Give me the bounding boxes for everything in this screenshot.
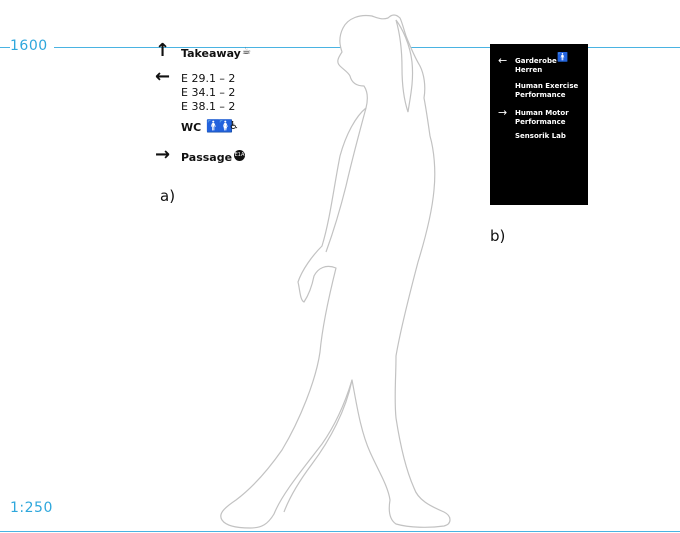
sign-b-panel: ← Garderobe 🚹 Herren Human Exercise Perf… <box>490 44 588 205</box>
arrow-up-icon: ↑ <box>155 40 171 61</box>
wheelchair-icon: ♿ <box>229 119 239 132</box>
height-label: 1600 <box>10 38 54 54</box>
arrow-left-icon: ← <box>498 54 508 67</box>
sign-b-left-line-1: Garderobe <box>515 57 557 65</box>
arrow-right-icon: → <box>498 106 508 119</box>
sign-b-left-line-4: Performance <box>515 91 566 99</box>
sign-b-right-line-2: Performance <box>515 118 566 126</box>
sign-b-right-line-3: Sensorik Lab <box>515 132 566 140</box>
female-icon: 🚺 <box>218 119 233 133</box>
passage-badge: E1A <box>234 150 245 161</box>
passage-label: Passage <box>181 151 233 164</box>
arrow-right-icon: → <box>155 144 171 165</box>
male-icon: 🚹 <box>206 119 221 133</box>
room-e29: E 29.1 – 2 <box>181 72 236 85</box>
coffee-cup-icon: ☕ <box>242 46 251 57</box>
scale-ratio-label: 1:250 <box>10 500 53 516</box>
takeaway-label: Takeaway <box>181 47 241 60</box>
caption-b: b) <box>490 227 506 245</box>
sign-b-left-line-3: Human Exercise <box>515 82 579 90</box>
floor-guide-line <box>0 531 680 532</box>
arrow-left-icon: ← <box>155 66 171 87</box>
room-e38: E 38.1 – 2 <box>181 100 236 113</box>
room-e34: E 34.1 – 2 <box>181 86 236 99</box>
male-icon: 🚹 <box>557 53 569 63</box>
sign-b-right-line-1: Human Motor <box>515 109 569 117</box>
wc-label: WC <box>181 121 202 134</box>
caption-a: a) <box>160 187 176 205</box>
sign-b-left-line-2: Herren <box>515 66 543 74</box>
height-1600-guide-line <box>0 47 680 48</box>
